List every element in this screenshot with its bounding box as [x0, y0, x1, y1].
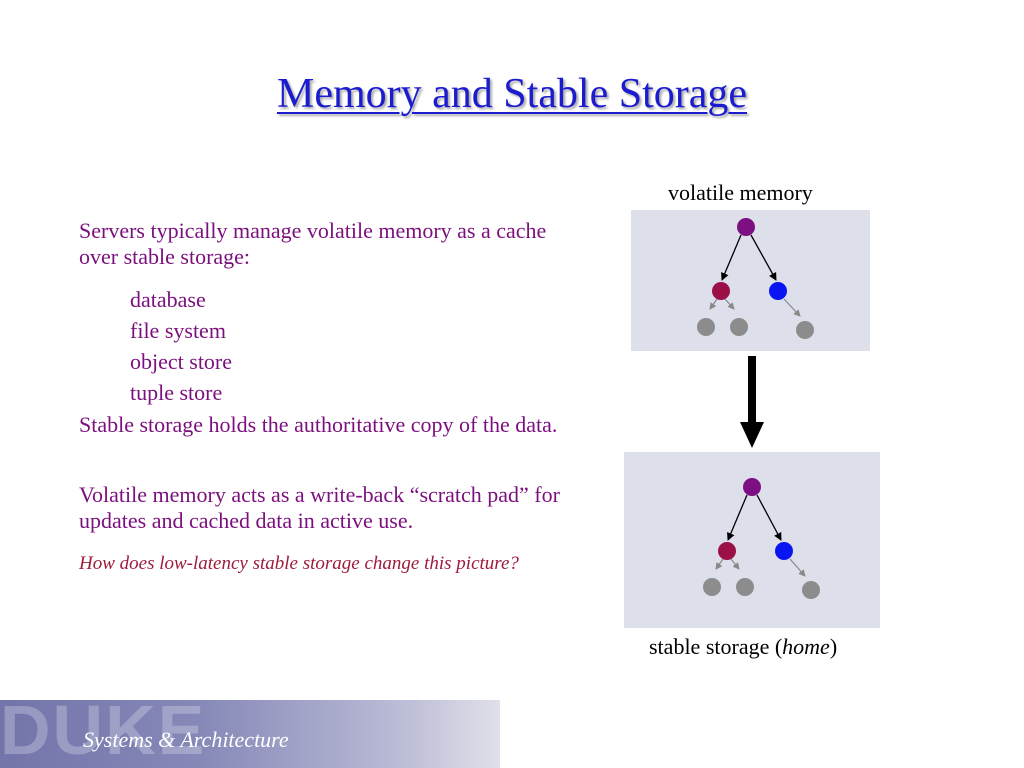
authoritative-copy-paragraph: Stable storage holds the authoritative c…: [79, 412, 558, 437]
stable-storage-caption: stable storage (home): [649, 634, 838, 659]
right-child-node: [775, 542, 793, 560]
leaf-node: [796, 321, 814, 339]
leaf-node: [703, 578, 721, 596]
list-item: object store: [130, 349, 233, 374]
list-item: tuple store: [130, 380, 223, 405]
leaf-node: [697, 318, 715, 336]
tree-edge: [724, 298, 735, 310]
tree-edge: [709, 298, 718, 310]
leaf-node: [730, 318, 748, 336]
storage-type-list: database file system object store tuple …: [130, 284, 232, 408]
home-emphasis: home: [782, 634, 830, 659]
left-child-node: [718, 542, 736, 560]
left-child-node: [712, 282, 730, 300]
list-item: database: [130, 287, 206, 312]
tree-edge: [756, 494, 782, 541]
tree-edge: [721, 234, 742, 281]
leaf-node: [736, 578, 754, 596]
tree-edge: [730, 558, 740, 570]
footer-banner: DUKE Systems & Architecture: [0, 700, 500, 768]
root-node: [743, 478, 761, 496]
duke-logo: DUKE: [0, 700, 207, 768]
tree-edge: [750, 234, 777, 281]
volatile-memory-tree-diagram: [631, 210, 870, 351]
slide-title: Memory and Stable Storage: [276, 71, 748, 117]
list-item: file system: [130, 318, 226, 343]
tree-edge: [727, 494, 748, 541]
root-node: [737, 218, 755, 236]
stable-storage-tree-diagram: [624, 452, 880, 628]
question-text: How does low-latency stable storage chan…: [79, 553, 519, 574]
down-arrow-icon: [740, 356, 764, 448]
scratch-pad-paragraph: Volatile memory acts as a write-back “sc…: [79, 482, 560, 533]
right-child-node: [769, 282, 787, 300]
tree-edge: [715, 558, 724, 570]
tree-edge: [789, 558, 806, 577]
leaf-node: [802, 581, 820, 599]
tree-edge: [783, 298, 801, 317]
intro-paragraph: Servers typically manage volatile memory…: [79, 218, 547, 269]
volatile-memory-caption: volatile memory: [668, 180, 813, 205]
footer-label: Systems & Architecture: [83, 727, 289, 752]
